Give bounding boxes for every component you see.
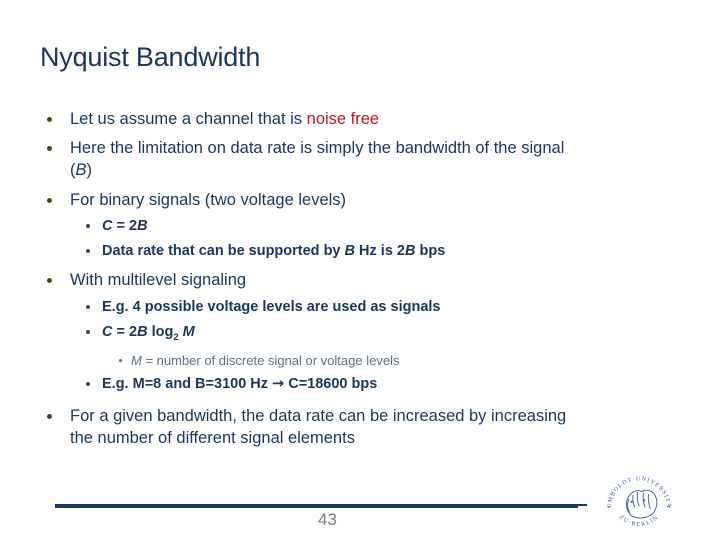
text-segment: ( <box>70 161 76 179</box>
math-var-B: B <box>137 218 148 234</box>
text-segment: ) <box>86 161 93 179</box>
footer-divider-bar <box>55 504 578 508</box>
text-segment: E.g. M=8 and B=3100 Hz <box>102 375 273 392</box>
bullet-icon <box>47 198 52 203</box>
math-var-M: M <box>131 352 142 368</box>
university-seal-logo: HUMBOLDT·UNIVERSITÄT ZU·BERLIN <box>601 467 672 528</box>
math-var-B: B <box>137 324 148 340</box>
math-var-B: B <box>344 243 356 259</box>
text-segment: Here the limitation on data rate is simp… <box>70 139 565 157</box>
text-segment: the number of different signal elements <box>70 428 355 447</box>
sub-bullet-c-equals-2b-log2m: C = 2B log2 M <box>45 323 685 346</box>
text-segment: Hz is 2 <box>355 243 405 259</box>
text-segment: log <box>147 324 174 340</box>
bullet-text: C = 2B log2 M <box>102 323 685 346</box>
sub-bullet-c-equals-2b: C = 2B <box>45 217 685 236</box>
bullet-text: Data rate that can be supported by B Hz … <box>102 242 685 261</box>
seal-top-text: HUMBOLDT·UNIVERSITÄT <box>601 467 672 509</box>
footer-divider-bar-tail <box>578 504 587 506</box>
right-arrow-icon: → <box>272 375 285 392</box>
text-segment: = 2 <box>112 324 138 340</box>
bullet-icon <box>119 358 122 362</box>
bullet-icon <box>86 330 90 334</box>
text-segment: Let us assume a channel that is <box>70 110 307 128</box>
text-segment: For a given bandwidth, the data rate can… <box>70 406 567 425</box>
math-var-B: B <box>75 161 87 179</box>
bullet-text: C = 2B <box>102 217 685 236</box>
page-number: 43 <box>318 510 337 529</box>
log-subscript: 2 <box>173 330 179 342</box>
bullet-item-noise-free: Let us assume a channel that is noise fr… <box>45 108 685 130</box>
text-segment: Data rate that can be supported by <box>102 243 345 259</box>
bullet-text: E.g. 4 possible voltage levels are used … <box>102 299 441 315</box>
bullet-text: For a given bandwidth, the data rate can… <box>70 405 685 449</box>
page-title: Nyquist Bandwidth <box>40 42 261 72</box>
bullet-text: E.g. M=8 and B=3100 Hz → C=18600 bps <box>102 375 685 394</box>
text-segment: C=18600 bps <box>284 375 378 392</box>
sub-bullet-four-levels: E.g. 4 possible voltage levels are used … <box>45 298 685 317</box>
math-var-M: M <box>182 324 195 340</box>
seal-bottom-text: ZU·BERLIN <box>618 514 661 528</box>
bullet-text: M = number of discrete signal or voltage… <box>131 352 685 369</box>
bullet-icon <box>47 117 52 122</box>
bullet-text: Let us assume a channel that is noise fr… <box>70 108 685 130</box>
bullet-list: Let us assume a channel that is noise fr… <box>45 101 685 449</box>
bullet-item-limitation: Here the limitation on data rate is simp… <box>45 137 685 181</box>
bullet-icon <box>47 413 52 419</box>
bullet-icon <box>47 278 52 283</box>
bullet-text: With multilevel signaling <box>70 271 247 289</box>
bullet-item-binary-signals: For binary signals (two voltage levels) <box>45 189 685 211</box>
sub-bullet-example-m8: E.g. M=8 and B=3100 Hz → C=18600 bps <box>45 375 685 394</box>
math-var-B: B <box>404 243 416 259</box>
bullet-icon <box>86 249 90 253</box>
seal-portraits <box>626 489 658 519</box>
text-segment: bps <box>415 243 446 259</box>
bullet-icon <box>86 224 90 228</box>
bullet-icon <box>86 305 90 309</box>
math-var-C: C <box>102 218 113 234</box>
bullet-item-given-bandwidth: For a given bandwidth, the data rate can… <box>45 405 685 449</box>
bullet-text: For binary signals (two voltage levels) <box>70 191 347 209</box>
bullet-item-multilevel: With multilevel signaling <box>45 269 685 291</box>
text-segment: = 2 <box>112 218 138 234</box>
bullet-text: Here the limitation on data rate is simp… <box>70 137 685 181</box>
bullet-icon <box>86 381 90 386</box>
sub-bullet-data-rate: Data rate that can be supported by B Hz … <box>45 242 685 261</box>
math-var-C: C <box>102 324 113 340</box>
highlight-noise-free: noise free <box>306 110 380 128</box>
text-segment: = number of discrete signal or voltage l… <box>141 352 400 368</box>
bullet-icon <box>47 146 52 151</box>
third-level-bullet-m-definition: M = number of discrete signal or voltage… <box>45 352 685 369</box>
